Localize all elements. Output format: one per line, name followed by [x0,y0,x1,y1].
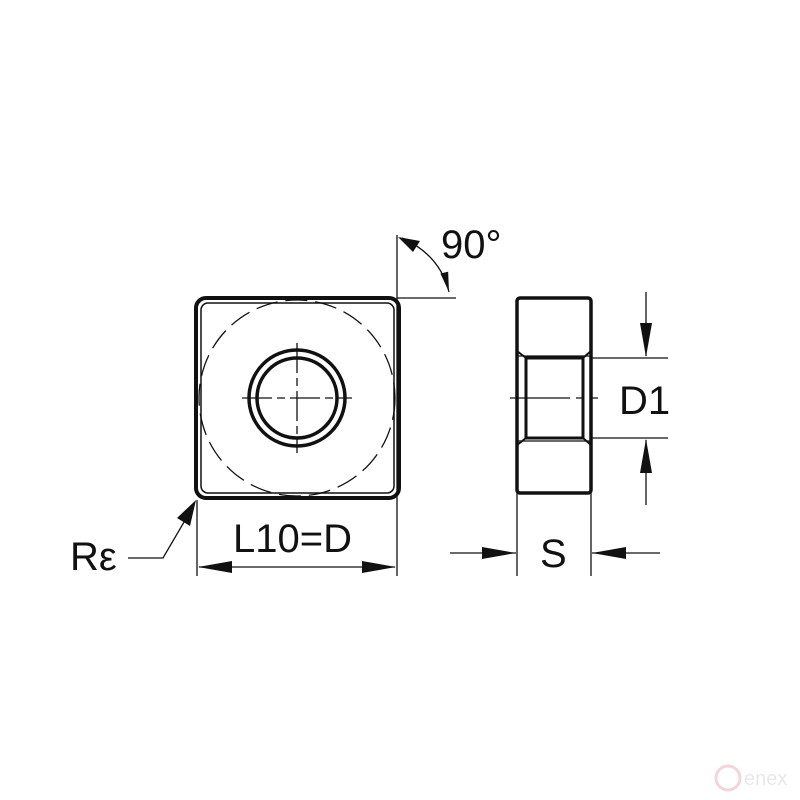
watermark-logo-icon [714,764,742,792]
length-label: L10=D [233,517,352,561]
thickness-dimension: S [450,493,660,576]
side-view [510,296,598,495]
watermark: enex [714,764,787,792]
angle-annotation: 90° [396,223,502,300]
insert-inner-edge [200,302,395,494]
angle-label: 90° [441,223,502,267]
corner-radius-annotation: Rε [70,500,196,579]
thickness-label: S [540,532,567,576]
hole-diameter-dimension: D1 [591,292,670,505]
hole-diameter-label: D1 [619,379,670,423]
side-outline [515,296,593,495]
inscribed-circle [198,299,396,497]
corner-radius-label: Rε [70,535,117,579]
length-dimension: L10=D [196,300,398,576]
watermark-text: enex [744,768,787,790]
insert-outline [194,296,401,500]
top-view [194,296,401,500]
